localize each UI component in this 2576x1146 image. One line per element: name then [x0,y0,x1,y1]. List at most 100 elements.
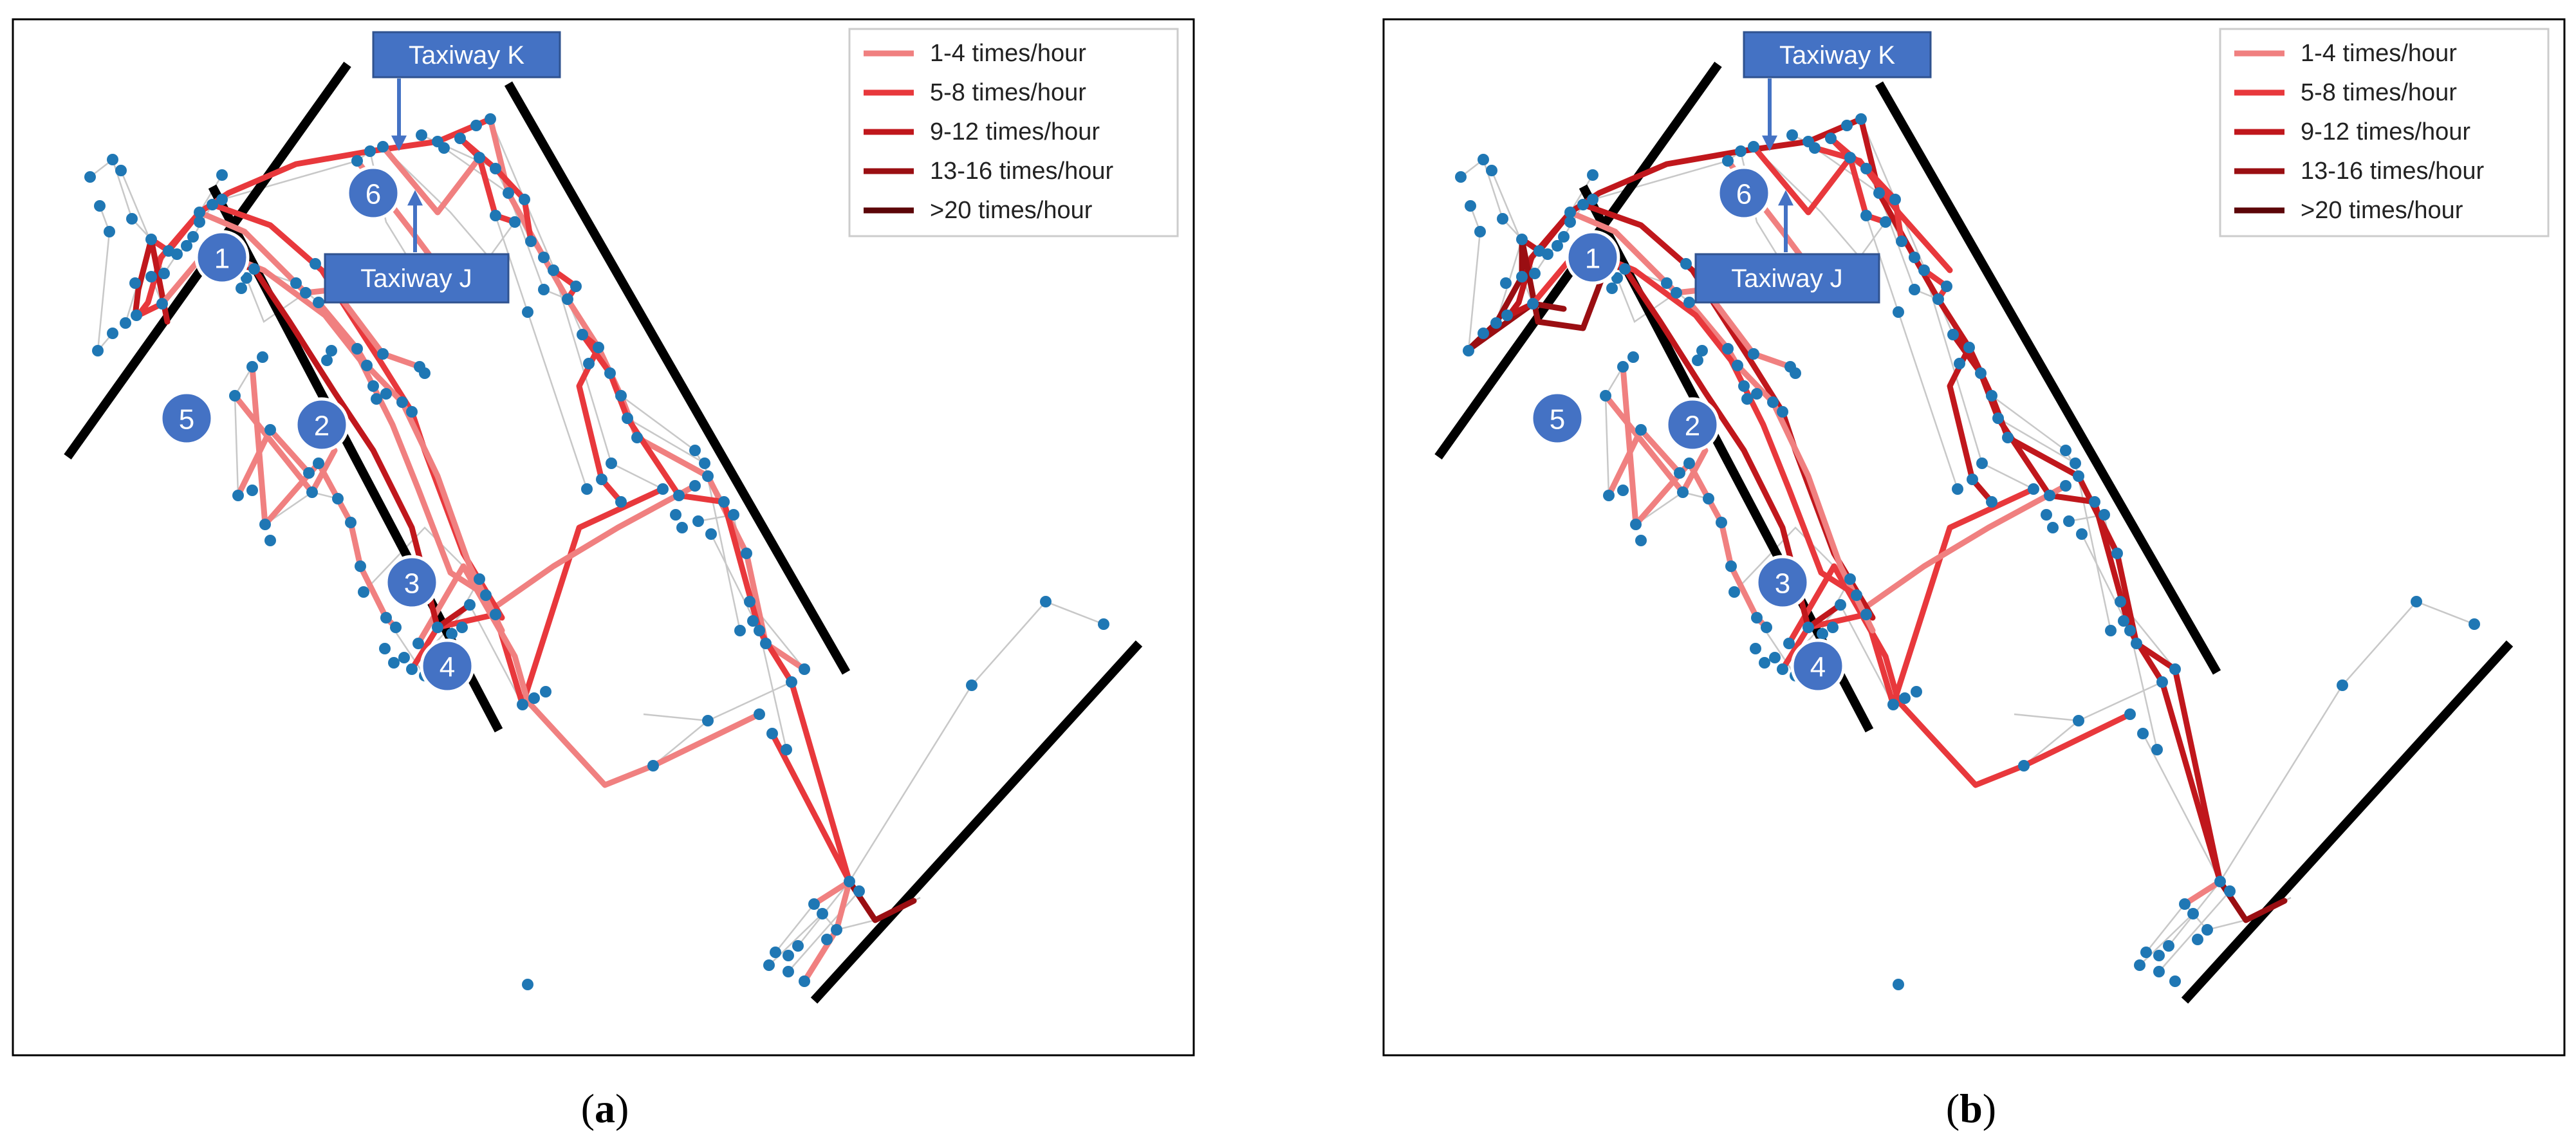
node [728,509,739,521]
node [1860,609,1872,620]
traffic-route [1779,486,2037,708]
node [2192,934,2203,945]
node [355,560,366,572]
node [145,234,157,245]
node [1463,345,1474,356]
node [1732,360,1743,371]
legend-label: 5-8 times/hour [930,79,1086,106]
node [380,612,392,624]
traffic-route [1828,135,1889,225]
node [1909,252,1920,263]
node [2201,924,2213,936]
node [361,360,373,371]
node [799,663,810,675]
node [615,496,627,508]
node [474,573,485,585]
node [2214,876,2226,887]
legend-label: 1-4 times/hour [2301,40,2457,67]
node [689,480,701,492]
node [432,622,443,633]
node [257,351,268,363]
node [145,271,157,282]
node [1851,589,1862,601]
node [158,268,170,279]
marker-label: 3 [404,568,420,600]
node [1486,165,1497,176]
node [306,486,318,498]
node [332,493,344,504]
node [490,210,501,221]
marker-label: 5 [179,404,194,436]
node [1587,169,1598,181]
node [1841,120,1853,131]
node [1501,310,1513,321]
node [503,187,514,199]
node [1722,155,1734,167]
traffic-route [457,135,518,225]
node [1802,622,1814,633]
traffic-route [135,209,203,319]
node [1617,485,1629,496]
traffic-route [132,236,154,319]
traffic-route [409,486,666,708]
traffic-route [1812,145,1953,273]
node [84,171,96,183]
node [783,950,794,961]
node [2070,457,2081,469]
node [1899,692,1911,704]
marker-2: 2 [1665,397,1720,452]
node [657,483,669,495]
marker-label: 2 [1685,411,1700,442]
node [763,959,775,971]
taxiway-segment [120,170,187,275]
node [1603,490,1615,501]
node [416,129,427,141]
node [2115,596,2126,607]
node [1722,343,1734,355]
node [379,643,391,654]
node [232,490,244,501]
node [1952,483,1963,495]
node [1661,277,1673,289]
node [2137,728,2149,739]
node [1769,652,1781,663]
node [1738,380,1750,392]
node [313,297,324,308]
node [770,947,781,958]
node [615,390,627,402]
node [1947,329,1959,340]
node [744,596,755,607]
node [1683,457,1695,469]
node [1600,390,1611,402]
node [2140,947,2152,958]
marker-label: 2 [314,411,329,442]
node [766,728,778,739]
node [792,940,804,952]
marker-6: 6 [346,165,401,221]
node [1975,367,1987,379]
node [583,358,595,369]
node [406,406,418,418]
node [734,625,746,636]
panel-label-b: (b) [1946,1086,1996,1131]
node [371,393,382,405]
node [705,528,717,540]
node [474,152,485,163]
marker-5: 5 [159,391,214,446]
callout-taxiway-k-label: Taxiway K [1779,41,1895,69]
node [1098,618,1109,630]
taxiway-segment [2158,891,2230,972]
node [1809,142,1821,154]
node [115,165,127,176]
node [522,979,533,990]
nodes [84,113,1109,990]
node [364,145,376,157]
node [1617,361,1629,373]
node [2153,950,2165,961]
node [2105,625,2117,636]
node [1844,152,1856,163]
node [216,194,228,205]
node [692,515,704,527]
node [754,625,765,636]
